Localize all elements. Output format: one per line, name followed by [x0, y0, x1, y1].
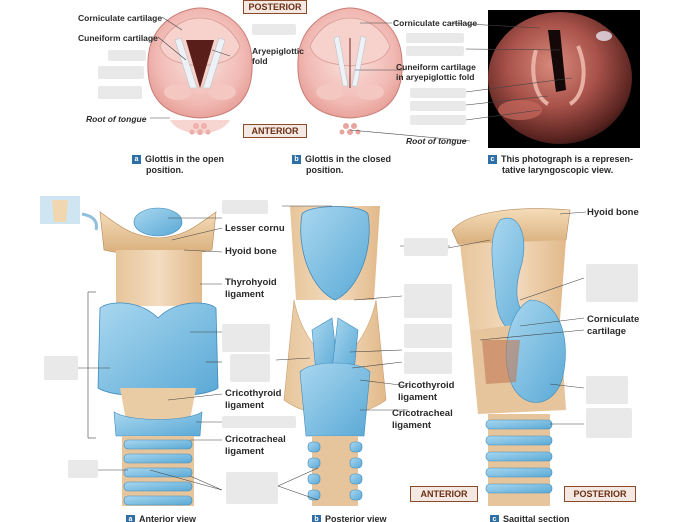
answer-blank: [406, 46, 464, 56]
caption-text: Posterior view: [325, 514, 387, 522]
caption-line1: Glottis in the closed: [305, 154, 392, 164]
label-corniculate-cartilage-b: Corniculate cartilage: [393, 18, 478, 28]
caption-line1: This photograph is a represen-: [501, 154, 634, 164]
label-cuneiform-line2: in aryepiglottic fold: [396, 72, 475, 82]
label-cuneiform-line1: Cuneiform cartilage: [396, 62, 476, 72]
label-thyrohyoid-line1: Thyrohyoid: [225, 277, 277, 288]
label-cricotracheal-line2: ligament: [225, 446, 265, 457]
caption-badge: a: [126, 515, 135, 522]
answer-blank: [230, 354, 270, 382]
caption-badge: b: [312, 515, 321, 522]
caption-line2: position.: [146, 165, 184, 175]
answer-blank: [226, 472, 278, 504]
answer-blank: [222, 416, 296, 428]
answer-blank: [98, 66, 144, 79]
caption-line2: tative laryngoscopic view.: [502, 165, 614, 175]
larynx-sagittal-illustration: [451, 208, 571, 506]
caption-line1: Glottis in the open: [145, 154, 224, 164]
caption-badge: a: [132, 155, 141, 164]
label-cricothyroid-line2: ligament: [398, 392, 438, 403]
answer-blank: [410, 115, 466, 125]
label-corniculate-cartilage-a: Corniculate cartilage: [78, 13, 163, 23]
label-cricotracheal-line1: Cricotracheal: [392, 408, 453, 419]
answer-blank: [68, 460, 98, 478]
answer-blank: [404, 238, 448, 256]
answer-blank: [44, 356, 78, 380]
label-cricothyroid-line1: Cricothyroid: [225, 388, 282, 399]
label-cricotracheal-line1: Cricotracheal: [225, 434, 286, 445]
larynx-anterior-illustration: [40, 196, 219, 506]
label-lesser-cornu: Lesser cornu: [225, 223, 285, 234]
answer-blank: [404, 324, 452, 348]
label-cuneiform-cartilage-a: Cuneiform cartilage: [78, 33, 158, 43]
label-corniculate-line2: cartilage: [587, 326, 627, 337]
caption-text: Anterior view: [139, 514, 197, 522]
answer-blank: [222, 324, 270, 352]
label-aryepiglottic-line2: fold: [252, 56, 268, 66]
caption-posterior-view: b Posterior view: [312, 514, 422, 522]
caption-sagittal-section: c Sagittal section: [490, 514, 610, 522]
label-aryepiglottic-line1: Aryepiglottic: [252, 46, 304, 56]
orientation-posterior-tag-bottom: POSTERIOR: [564, 486, 636, 502]
laryngoscopic-photo: [488, 10, 640, 148]
label-cricothyroid-line2: ligament: [225, 400, 265, 411]
label-corniculate-line1: Corniculate: [587, 314, 640, 325]
caption-anterior-view: a Anterior view: [126, 514, 236, 522]
answer-blank: [586, 264, 638, 302]
label-hyoid-bone-sagittal: Hyoid bone: [587, 207, 639, 218]
larynx-posterior-illustration: [283, 206, 387, 506]
caption-line2: position.: [306, 165, 344, 175]
caption-laryngoscopic-view: c This photograph is a represen-tative la…: [488, 154, 668, 176]
answer-blank: [586, 376, 628, 404]
caption-text: Sagittal section: [503, 514, 570, 522]
label-hyoid-bone-anterior: Hyoid bone: [225, 246, 277, 257]
label-cricothyroid-line1: Cricothyroid: [398, 380, 455, 391]
glottis-open-illustration: [147, 7, 253, 135]
label-root-of-tongue-a: Root of tongue: [86, 114, 147, 124]
answer-blank: [410, 101, 466, 111]
glottis-closed-illustration: [297, 7, 403, 135]
answer-blank: [404, 352, 452, 374]
orientation-anterior-tag: ANTERIOR: [243, 124, 307, 138]
answer-blank: [410, 88, 466, 98]
answer-blank: [406, 33, 464, 43]
orientation-posterior-tag: POSTERIOR: [243, 0, 307, 14]
answer-blank: [98, 86, 142, 99]
label-thyrohyoid-line2: ligament: [225, 289, 265, 300]
label-root-of-tongue-b: Root of tongue: [406, 136, 467, 146]
label-cricotracheal-line2: ligament: [392, 420, 432, 431]
answer-blank: [404, 284, 452, 318]
answer-blank: [108, 50, 146, 61]
answer-blank: [252, 24, 296, 35]
answer-blank: [222, 200, 268, 214]
caption-badge: c: [490, 515, 499, 522]
answer-blank: [586, 408, 632, 438]
orientation-anterior-tag-bottom: ANTERIOR: [410, 486, 478, 502]
caption-badge: c: [488, 155, 497, 164]
caption-badge: b: [292, 155, 301, 164]
